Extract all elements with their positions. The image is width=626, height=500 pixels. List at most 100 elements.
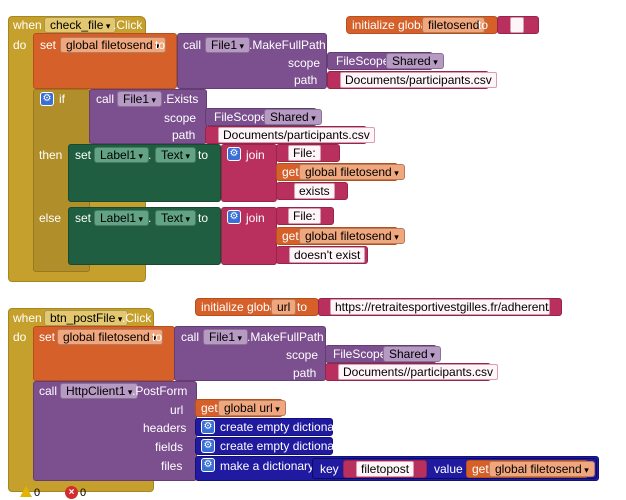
shared-dropdown[interactable]: Shared [386, 53, 444, 69]
event-component-dropdown[interactable]: btn_postFile [44, 310, 129, 326]
set-keyword: set [75, 148, 92, 162]
http-component-dropdown[interactable]: HttpClient1 [60, 383, 139, 399]
value-label: value [434, 462, 463, 476]
event-component-dropdown[interactable]: check_file [44, 17, 117, 33]
label-component-dropdown[interactable]: Label1 [94, 210, 150, 226]
then-keyword: then [39, 148, 63, 162]
empty-string-value[interactable] [510, 17, 524, 33]
get-url-dropdown[interactable]: global url [218, 400, 286, 416]
label-component-dropdown[interactable]: Label1 [94, 147, 150, 163]
method-name: .Exists [163, 92, 199, 106]
path-label: path [172, 128, 196, 142]
file-component-dropdown[interactable]: File1 [117, 91, 163, 107]
method-name: .PostForm [132, 384, 188, 398]
path-string-value[interactable]: Documents/participants.csv [340, 72, 497, 88]
mutator-gear-icon[interactable]: ⚙ [40, 92, 54, 106]
headers-empty-dictionary-block[interactable] [195, 418, 333, 436]
headers-label: headers [143, 421, 187, 435]
to-keyword: to [198, 211, 209, 225]
init-global-label: initialize global [201, 300, 280, 314]
key-label: key [320, 462, 339, 476]
dot-separator: . [148, 148, 152, 162]
filescope-label: FileScope [214, 110, 268, 124]
empty-dictionary-label: create empty dictionary [220, 420, 345, 434]
join-keyword: join [246, 211, 265, 225]
else-keyword: else [39, 211, 62, 225]
path-label: path [294, 73, 318, 87]
get-variable-dropdown[interactable]: global filetosend [489, 461, 595, 477]
init-variable-name-field[interactable]: filetosend [422, 17, 486, 33]
do-keyword: do [13, 330, 27, 344]
file-string-value[interactable]: File: [288, 208, 321, 224]
path-string-value[interactable]: Documents/participants.csv [218, 127, 375, 143]
error-count: 0 [80, 487, 87, 499]
set-keyword: set [39, 330, 56, 344]
get-variable-dropdown[interactable]: global filetosend [299, 164, 405, 180]
file-component-dropdown[interactable]: File1 [203, 329, 249, 345]
shared-dropdown[interactable]: Shared [264, 109, 322, 125]
event-name: .Click [122, 311, 152, 325]
do-keyword: do [13, 38, 27, 52]
filescope-label: FileScope [336, 54, 390, 68]
to-keyword: to [155, 38, 166, 52]
set-variable-dropdown[interactable]: global filetosend [60, 37, 166, 53]
call-keyword: call [39, 384, 58, 398]
mutator-gear-icon[interactable]: ⚙ [227, 147, 241, 161]
init-global-label: initialize global [352, 18, 431, 32]
scope-label: scope [164, 111, 197, 125]
to-keyword: to [478, 18, 489, 32]
filescope-label: FileScope [333, 347, 387, 361]
call-keyword: call [181, 330, 200, 344]
call-makefullpath-block[interactable] [177, 33, 327, 89]
set-keyword: set [40, 38, 57, 52]
to-keyword: to [152, 330, 163, 344]
mutator-gear-icon[interactable]: ⚙ [227, 210, 241, 224]
to-keyword: to [198, 148, 209, 162]
shared-dropdown[interactable]: Shared [383, 346, 441, 362]
when-keyword: when [13, 311, 42, 325]
mutator-gear-icon[interactable]: ⚙ [201, 458, 215, 472]
get-keyword: get [282, 229, 299, 243]
text-property-dropdown[interactable]: Text [155, 210, 197, 226]
call-keyword: call [183, 38, 202, 52]
url-label: url [170, 403, 184, 417]
set-keyword: set [75, 211, 92, 225]
get-variable-dropdown[interactable]: global filetosend [299, 228, 405, 244]
file-component-dropdown[interactable]: File1 [205, 37, 251, 53]
path-string-value[interactable]: Documents//participants.csv [338, 364, 499, 380]
text-property-dropdown[interactable]: Text [155, 147, 197, 163]
mutator-gear-icon[interactable]: ⚙ [201, 420, 215, 434]
when-keyword: when [13, 18, 42, 32]
call-makefullpath-block[interactable] [174, 326, 326, 381]
to-keyword: to [297, 300, 308, 314]
if-keyword: if [59, 92, 65, 106]
join-block-else[interactable] [221, 207, 277, 265]
not-exist-string-value[interactable]: doesn't exist [289, 247, 366, 263]
file-string-value[interactable]: File: [288, 145, 321, 161]
key-string-value[interactable]: filetopost [356, 461, 415, 477]
dot-separator: . [148, 211, 152, 225]
fields-label: fields [155, 440, 184, 454]
files-label: files [161, 459, 183, 473]
event-name: .Click [113, 18, 143, 32]
scope-label: scope [286, 348, 319, 362]
error-icon[interactable]: × [65, 486, 78, 499]
method-name: .MakeFullPath [247, 330, 324, 344]
path-label: path [293, 366, 317, 380]
get-keyword: get [201, 401, 218, 415]
fields-empty-dictionary-block[interactable] [195, 437, 333, 455]
call-keyword: call [96, 92, 115, 106]
empty-dictionary-label: create empty dictionary [220, 439, 345, 453]
get-keyword: get [472, 462, 489, 476]
warning-count: 0 [34, 487, 41, 499]
make-dictionary-label: make a dictionary [220, 459, 315, 473]
set-variable-dropdown[interactable]: global filetosend [57, 329, 163, 345]
scope-label: scope [288, 56, 321, 70]
method-name: .MakeFullPath [249, 38, 326, 52]
exists-string-value[interactable]: exists [294, 183, 335, 199]
mutator-gear-icon[interactable]: ⚙ [201, 439, 215, 453]
warning-icon[interactable] [20, 486, 32, 497]
join-keyword: join [246, 148, 265, 162]
init-variable-name-field[interactable]: url [271, 299, 297, 315]
url-string-value[interactable]: https://retraitesportivestgilles.fr/adhe… [330, 299, 550, 315]
